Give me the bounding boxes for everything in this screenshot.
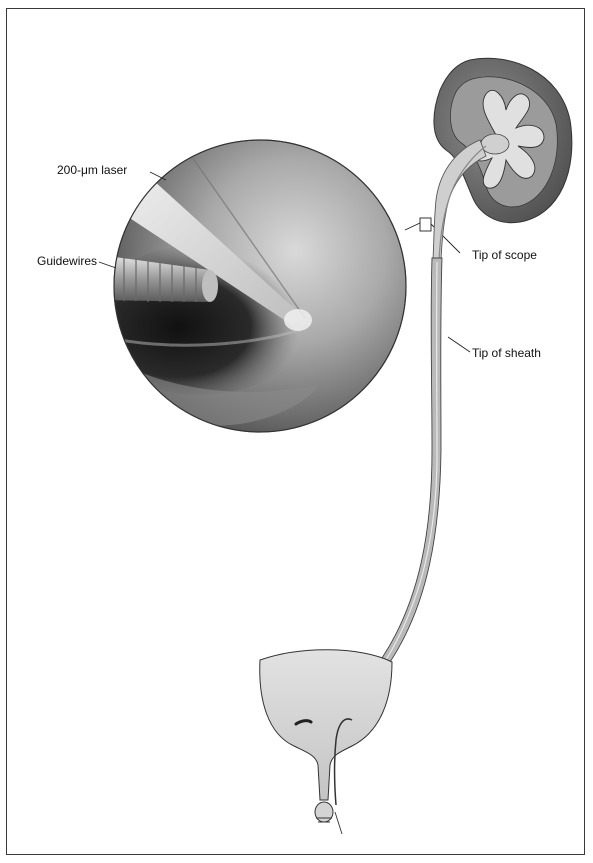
laser-label: 200-μm laser [57,163,127,177]
kidney-icon [434,58,572,222]
ureter-shape [382,140,486,662]
tip-of-scope-label: Tip of scope [472,248,537,262]
endoscopic-view-icon [90,140,406,432]
bladder-icon [260,650,392,834]
guidewires-label: Guidewires [37,254,97,268]
tip-of-sheath-label: Tip of sheath [472,346,541,360]
